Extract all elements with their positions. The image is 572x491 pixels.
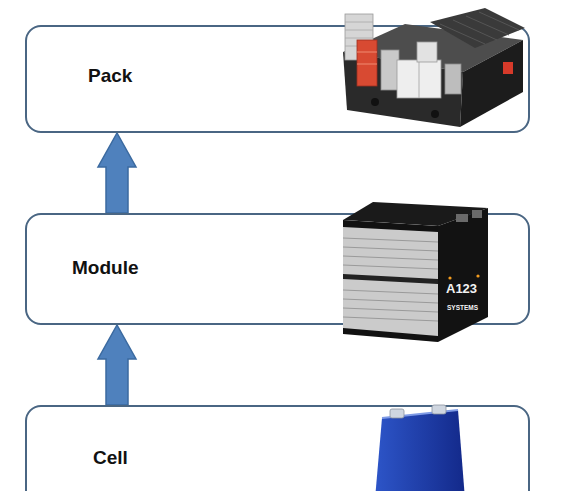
block-arrow [98, 325, 136, 405]
label-slot: A123 [446, 279, 477, 297]
battery-pack-picture [335, 2, 530, 142]
level-box: Pack [25, 25, 530, 133]
brand-logo: SYSTEMS [447, 304, 478, 311]
block-arrow [98, 133, 136, 213]
battery-cell-picture [370, 404, 470, 491]
level-name: Cell [93, 447, 129, 470]
brand-logo: A123 [446, 282, 477, 296]
level-name: Pack [88, 65, 134, 88]
label-slot: SYSTEMS [447, 296, 478, 314]
level-box: Cell [25, 405, 530, 491]
battery-module-picture [338, 192, 493, 344]
level-name: Module [72, 257, 140, 280]
